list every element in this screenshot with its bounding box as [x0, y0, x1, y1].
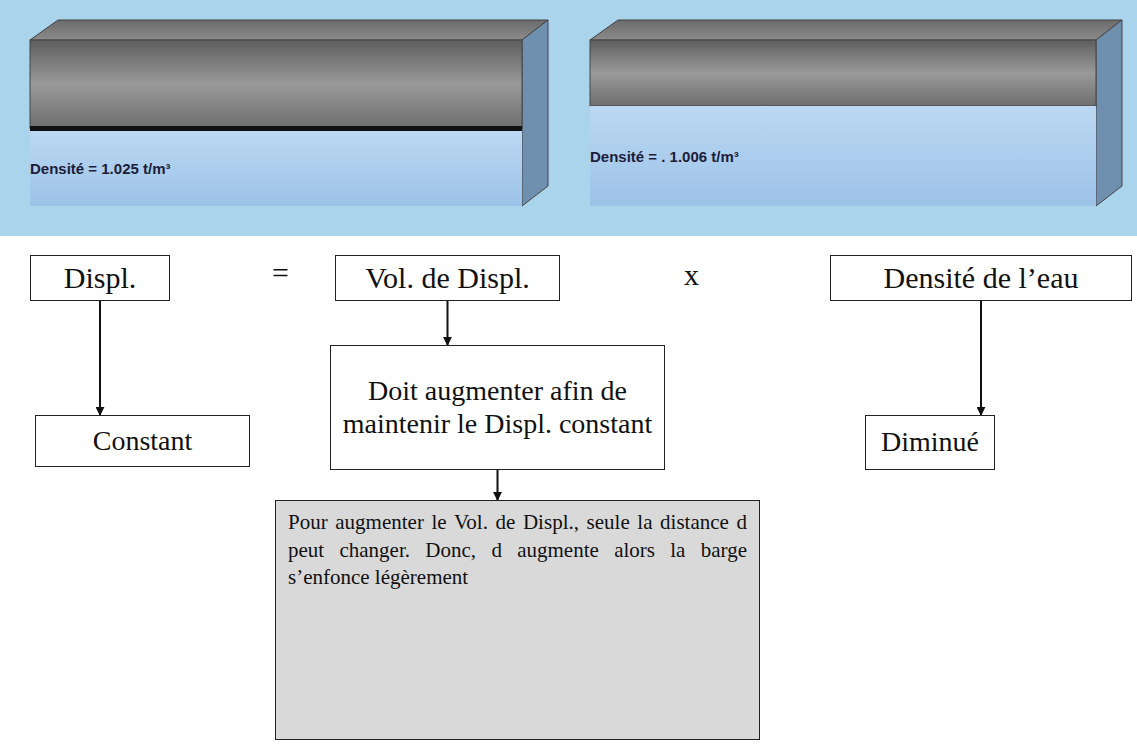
node-text: Constant — [44, 425, 241, 457]
node-text: Densité de l’eau — [839, 261, 1123, 295]
water-band: Densité = 1.025 t/m³ — [30, 131, 522, 206]
times-sign: x — [684, 258, 699, 292]
arrow-connector — [497, 470, 499, 500]
node-text: Displ. — [39, 261, 161, 295]
barge-top — [590, 20, 1122, 40]
node-text: Vol. de Displ. — [344, 261, 551, 295]
arrow-connector — [447, 301, 449, 345]
node-text: Densité = 1.025 t/m³ — [30, 160, 522, 177]
water-band: Densité = . 1.006 t/m³ — [590, 106, 1096, 206]
node-text: Densité = . 1.006 t/m³ — [590, 148, 1096, 165]
result-box: Diminué — [865, 415, 995, 470]
term-box: Displ. — [30, 255, 170, 301]
barge-front — [30, 40, 522, 128]
arrow-connector — [99, 301, 101, 415]
conclusion-box: Pour augmenter le Vol. de Displ., seule … — [275, 500, 760, 740]
node-text: Diminué — [874, 426, 986, 458]
arrow-connector — [980, 301, 982, 415]
barge-top — [30, 20, 548, 40]
barge-side — [522, 20, 548, 206]
sky-panel — [0, 0, 1137, 236]
barge-front — [590, 40, 1096, 106]
explanation-box: Doit augmenter afin de maintenir le Disp… — [330, 345, 665, 470]
node-text: Pour augmenter le Vol. de Displ., seule … — [288, 509, 747, 592]
barge-side — [1096, 20, 1122, 206]
term-box: Densité de l’eau — [830, 255, 1132, 301]
node-text: Doit augmenter afin de maintenir le Disp… — [339, 375, 656, 439]
term-box: Vol. de Displ. — [335, 255, 560, 301]
result-box: Constant — [35, 415, 250, 467]
equals-sign: = — [272, 256, 289, 290]
